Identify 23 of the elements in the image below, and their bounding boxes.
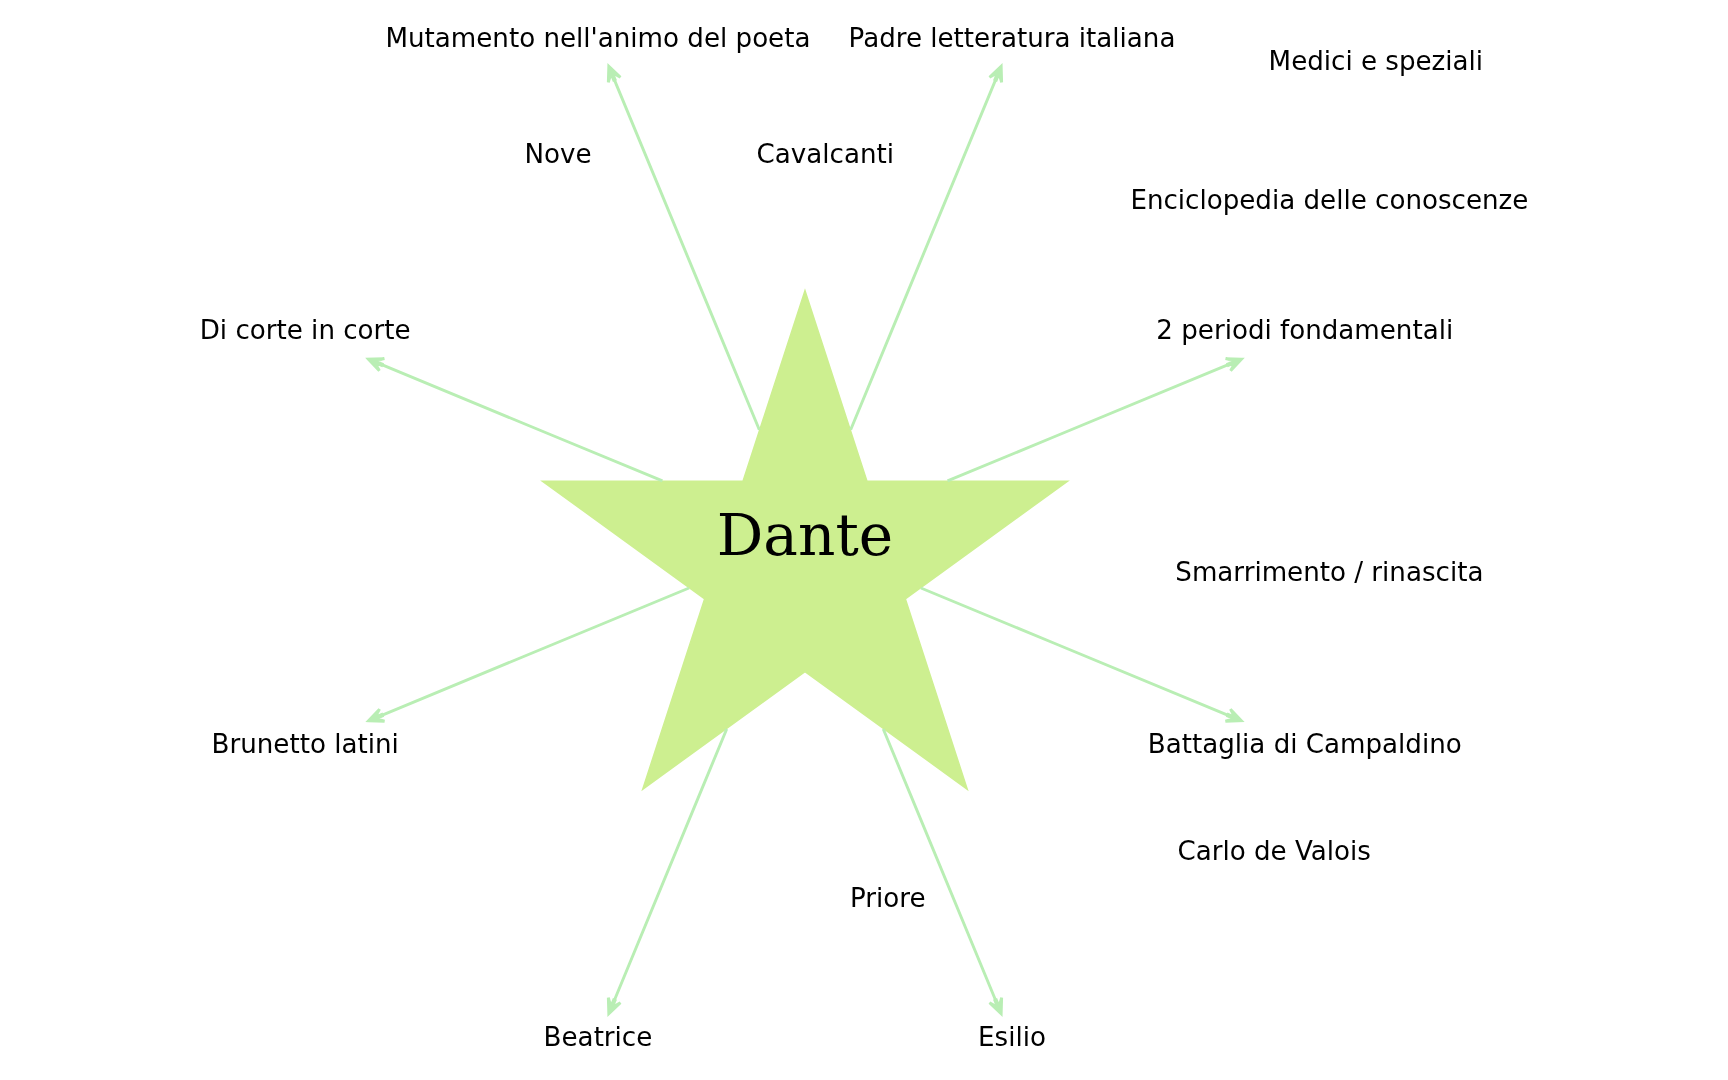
label: Cavalcanti — [756, 138, 894, 169]
node-text: Brunetto latini — [211, 729, 399, 760]
node-text: 2 periodi fondamentali — [1155, 315, 1453, 346]
arrow — [606, 64, 761, 431]
node-text: Beatrice — [543, 1022, 652, 1053]
label: Enciclopedia delle conoscenze — [1129, 185, 1528, 216]
arrow — [848, 64, 1003, 431]
node-text: Esilio — [977, 1022, 1046, 1053]
node-text: Mutamento nell'animo del poeta — [384, 22, 810, 53]
arrow — [946, 357, 1243, 483]
arrow — [366, 357, 663, 483]
label: Smarrimento / rinascita — [1174, 557, 1483, 588]
arrow — [919, 586, 1243, 723]
label: Medici e speziali — [1268, 45, 1483, 76]
arrow — [366, 586, 690, 723]
node-text: Di corte in corte — [199, 315, 411, 346]
arrow — [881, 728, 1003, 1016]
node-text: Battaglia di Campaldino — [1147, 729, 1462, 760]
label: Nove — [524, 138, 592, 169]
label: Priore — [849, 882, 926, 913]
label: Carlo de Valois — [1176, 836, 1371, 867]
arrow — [606, 728, 728, 1016]
node-text: Padre letteratura italiana — [848, 22, 1175, 53]
